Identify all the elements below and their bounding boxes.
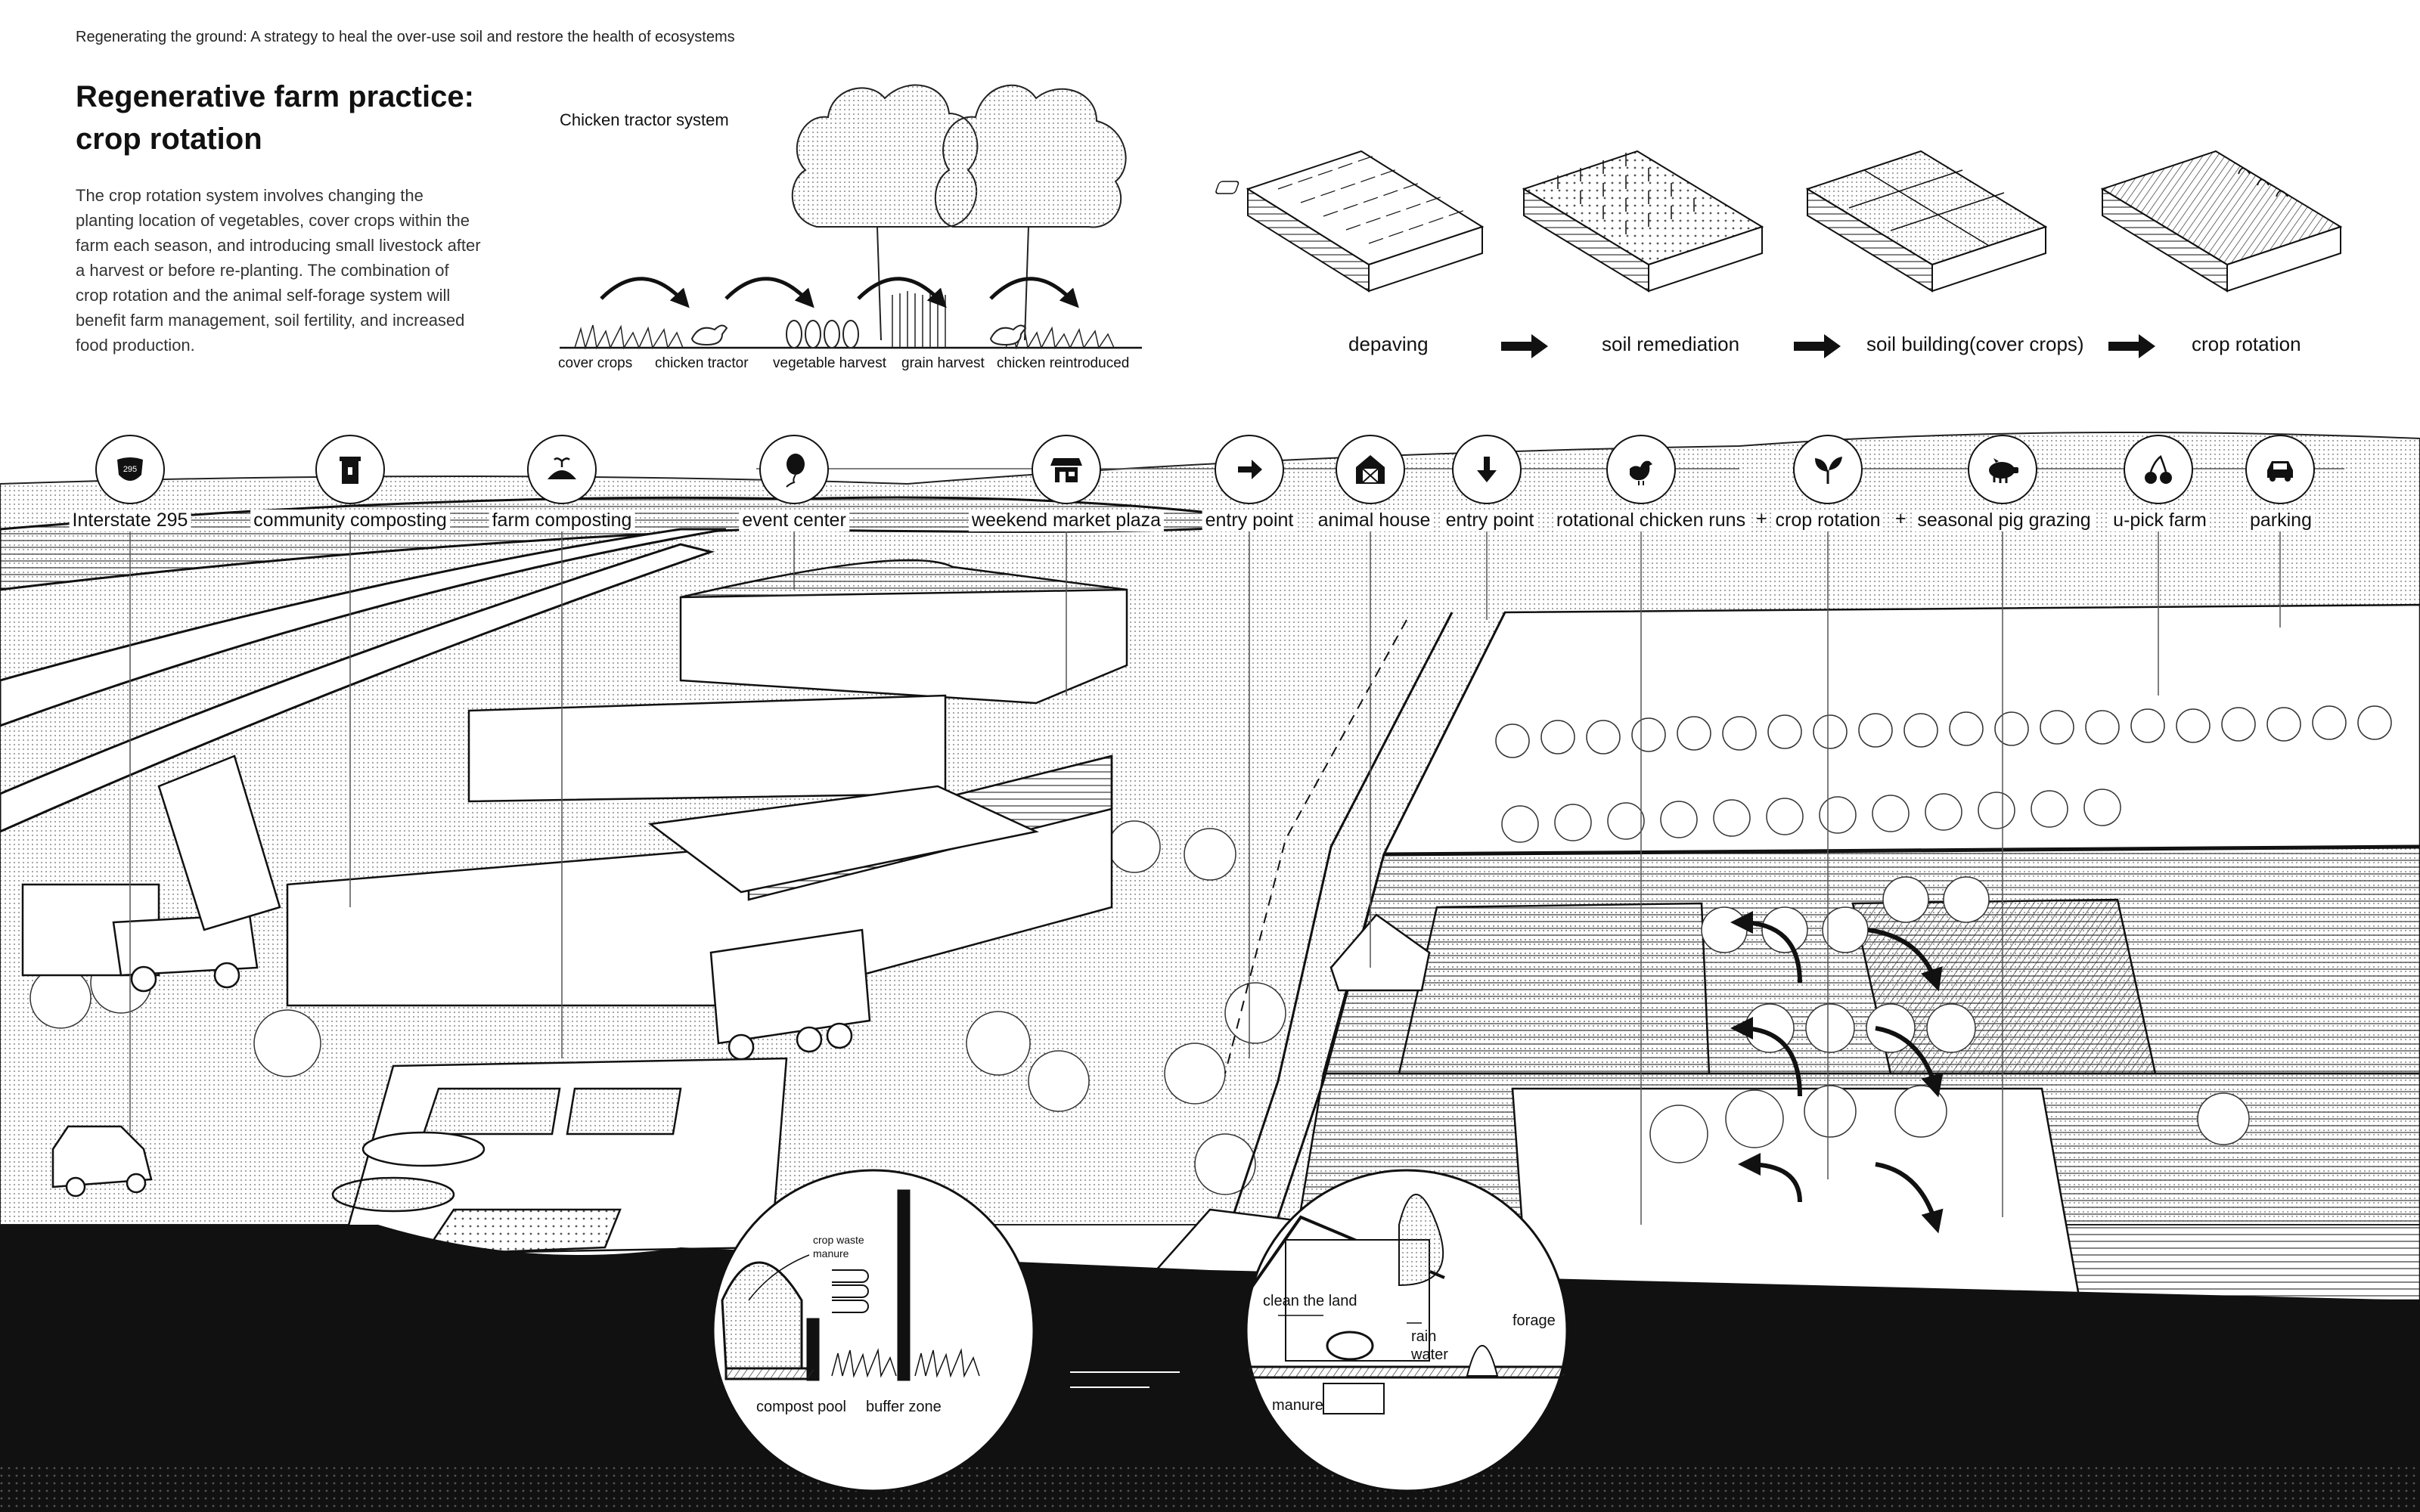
process-arrows xyxy=(1501,334,2155,358)
sprout-icon xyxy=(1793,435,1863,504)
process-step-depaving: depaving xyxy=(1348,333,1429,355)
stage-label: grain harvest xyxy=(901,355,985,371)
chicken-icon xyxy=(1606,435,1676,504)
chicken-tractor-title: Chicken tractor system xyxy=(560,110,729,129)
vegetables xyxy=(786,320,859,349)
inset-label-compost-pool: compost pool xyxy=(756,1399,846,1415)
soil-mound-icon xyxy=(527,435,597,504)
balloon-icon xyxy=(759,435,829,504)
intro-paragraph: The crop rotation system involves changi… xyxy=(76,186,481,355)
page-title: Regenerative farm practice: crop rotatio… xyxy=(76,76,499,160)
inset-label-water: water xyxy=(1411,1346,1448,1363)
inset-label-rain: rain xyxy=(1411,1328,1437,1345)
leader-lines xyxy=(129,468,2344,1225)
arrow-right-icon xyxy=(1215,435,1284,504)
process-step-crop-rotation: crop rotation xyxy=(2192,333,2301,355)
stage-label: vegetable harvest xyxy=(773,355,886,371)
poi-parking: parking xyxy=(2247,510,2315,531)
poi-weekend-market-plaza: weekend market plaza xyxy=(968,510,1165,531)
compost-bin-icon xyxy=(315,435,385,504)
cherry-icon xyxy=(2124,435,2193,504)
plus-sign: + xyxy=(1756,508,1767,529)
inset-label-crop-waste: crop waste xyxy=(813,1234,864,1246)
page-subtitle: Regenerating the ground: A strategy to h… xyxy=(76,29,735,45)
block-soil-building xyxy=(1805,150,2048,293)
poi-animal-house: animal house xyxy=(1314,510,1434,531)
ground-section xyxy=(0,1225,2420,1512)
stage-label: chicken reintroduced xyxy=(997,355,1130,371)
inset-label-buffer-zone: buffer zone xyxy=(866,1399,942,1415)
compost-pools xyxy=(331,1057,788,1256)
process-step-soil-remediation: soil remediation xyxy=(1602,333,1740,355)
poi-event-center: event center xyxy=(739,510,849,531)
poi-u-pick-farm: u-pick farm xyxy=(2110,510,2210,531)
dump-trucks xyxy=(112,754,871,1061)
block-soil-remediation xyxy=(1522,150,1764,293)
block-crop-rotation xyxy=(2100,150,2343,293)
poi-entry-point-2: entry point xyxy=(1442,510,1537,531)
top-illustrations xyxy=(560,84,2343,358)
inset-label-manure-small: manure xyxy=(813,1247,849,1259)
inset-compost xyxy=(712,1169,1035,1492)
title-line-1: Regenerative farm practice: xyxy=(76,80,474,113)
shield-number: 295 xyxy=(123,465,137,474)
pig-icon xyxy=(1968,435,2037,504)
tree-rows xyxy=(29,705,2392,1195)
poi-crop-rotation: crop rotation xyxy=(1772,510,1884,531)
inset-label-forage: forage xyxy=(1512,1312,1556,1329)
poi-farm-composting: farm composting xyxy=(489,510,635,531)
storefront-icon xyxy=(1032,435,1101,504)
stage-label: chicken tractor xyxy=(655,355,749,371)
process-step-soil-building: soil building(cover crops) xyxy=(1866,333,2084,355)
stage-arrows xyxy=(600,277,1079,308)
car-icon xyxy=(2245,435,2315,504)
plus-sign: + xyxy=(1895,508,1907,529)
block-depaving xyxy=(1215,150,1485,293)
poi-rotational-chicken-runs: rotational chicken runs xyxy=(1553,510,1749,531)
inset-label-manure: manure xyxy=(1272,1397,1323,1414)
barn-icon xyxy=(1336,435,1405,504)
poi-seasonal-pig-grazing: seasonal pig grazing xyxy=(1914,510,2094,531)
car xyxy=(51,1125,153,1198)
highway-shield-icon: 295 xyxy=(95,435,165,504)
poi-interstate-295: Interstate 295 xyxy=(69,510,191,531)
market-buildings xyxy=(21,559,1128,1007)
poi-entry-point-1: entry point xyxy=(1202,510,1297,531)
inset-animal xyxy=(1245,1169,1568,1492)
tree-cluster xyxy=(791,84,1127,341)
poi-community-composting: community composting xyxy=(250,510,450,531)
rotation-arrows xyxy=(1730,911,1944,1234)
stage-label: cover crops xyxy=(558,355,633,371)
title-line-2: crop rotation xyxy=(76,122,262,156)
chicken-figures xyxy=(690,324,1027,346)
arrow-down-icon xyxy=(1452,435,1522,504)
inset-label-clean-the-land: clean the land xyxy=(1263,1293,1357,1309)
